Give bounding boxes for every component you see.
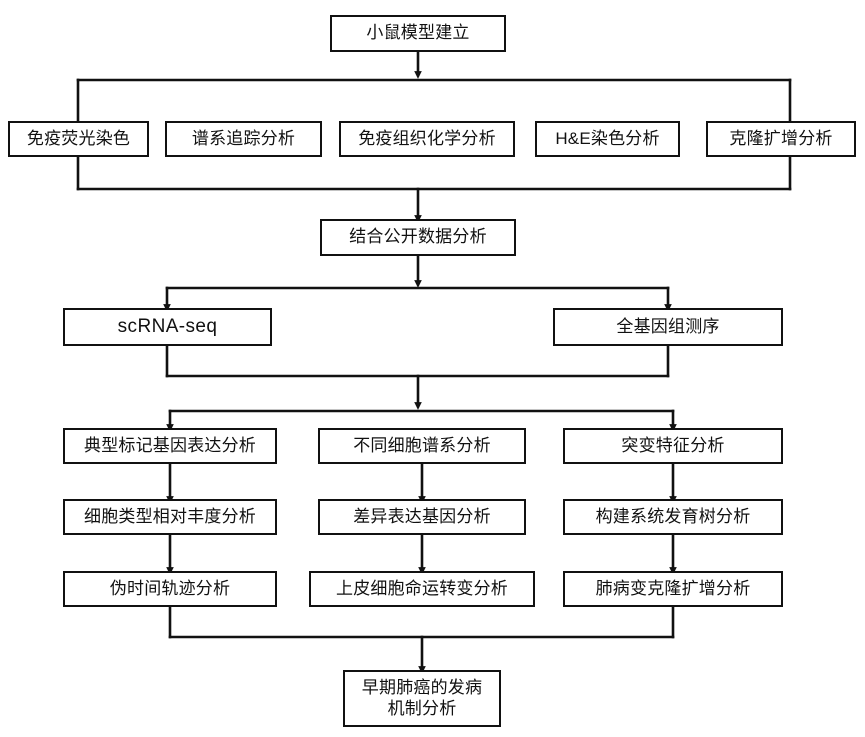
node-cell-abundance[interactable]: 细胞类型相对丰度分析 — [63, 499, 277, 535]
node-cell-lineage[interactable]: 不同细胞谱系分析 — [318, 428, 526, 464]
node-mouse-model-label: 小鼠模型建立 — [366, 23, 470, 43]
node-scrna-seq[interactable]: scRNA-seq — [63, 308, 272, 346]
node-wgs-label: 全基因组测序 — [616, 316, 720, 336]
node-immunohistochemistry[interactable]: 免疫组织化学分析 — [339, 121, 515, 157]
node-mouse-model[interactable]: 小鼠模型建立 — [330, 15, 506, 52]
node-scrna-seq-label: scRNA-seq — [117, 316, 218, 338]
node-lineage-tracing-label: 谱系追踪分析 — [191, 128, 296, 148]
node-mutation-signature-label: 突变特征分析 — [621, 435, 725, 455]
node-clonal-expansion[interactable]: 克隆扩增分析 — [706, 121, 856, 157]
node-he-staining-label: H&E染色分析 — [555, 128, 660, 148]
node-immunohistochemistry-label: 免疫组织化学分析 — [358, 128, 496, 148]
node-phylogenetic-tree-label: 构建系统发育树分析 — [595, 506, 751, 526]
node-clonal-expansion-label: 克隆扩增分析 — [729, 128, 833, 148]
node-epithelial-fate-label: 上皮细胞命运转变分析 — [336, 578, 508, 598]
node-pseudotime-label: 伪时间轨迹分析 — [109, 578, 231, 598]
node-lineage-tracing[interactable]: 谱系追踪分析 — [165, 121, 322, 157]
node-conclusion[interactable]: 早期肺癌的发病 机制分析 — [343, 670, 501, 727]
node-conclusion-label: 早期肺癌的发病 机制分析 — [361, 677, 483, 718]
node-lung-lesion-clonal[interactable]: 肺病变克隆扩增分析 — [563, 571, 783, 607]
node-public-data-label: 结合公开数据分析 — [349, 227, 487, 247]
node-epithelial-fate[interactable]: 上皮细胞命运转变分析 — [309, 571, 535, 607]
node-wgs[interactable]: 全基因组测序 — [553, 308, 783, 346]
node-deg[interactable]: 差异表达基因分析 — [318, 499, 526, 535]
node-phylogenetic-tree[interactable]: 构建系统发育树分析 — [563, 499, 783, 535]
node-cell-abundance-label: 细胞类型相对丰度分析 — [84, 506, 256, 526]
node-cell-lineage-label: 不同细胞谱系分析 — [353, 435, 491, 455]
node-mutation-signature[interactable]: 突变特征分析 — [563, 428, 783, 464]
node-lung-lesion-clonal-label: 肺病变克隆扩增分析 — [595, 578, 751, 598]
node-marker-gene[interactable]: 典型标记基因表达分析 — [63, 428, 277, 464]
node-immunofluorescence[interactable]: 免疫荧光染色 — [8, 121, 149, 157]
node-immunofluorescence-label: 免疫荧光染色 — [26, 128, 131, 148]
node-pseudotime[interactable]: 伪时间轨迹分析 — [63, 571, 277, 607]
node-marker-gene-label: 典型标记基因表达分析 — [84, 435, 256, 455]
node-public-data[interactable]: 结合公开数据分析 — [320, 219, 516, 256]
node-deg-label: 差异表达基因分析 — [353, 506, 491, 526]
node-he-staining[interactable]: H&E染色分析 — [535, 121, 680, 157]
